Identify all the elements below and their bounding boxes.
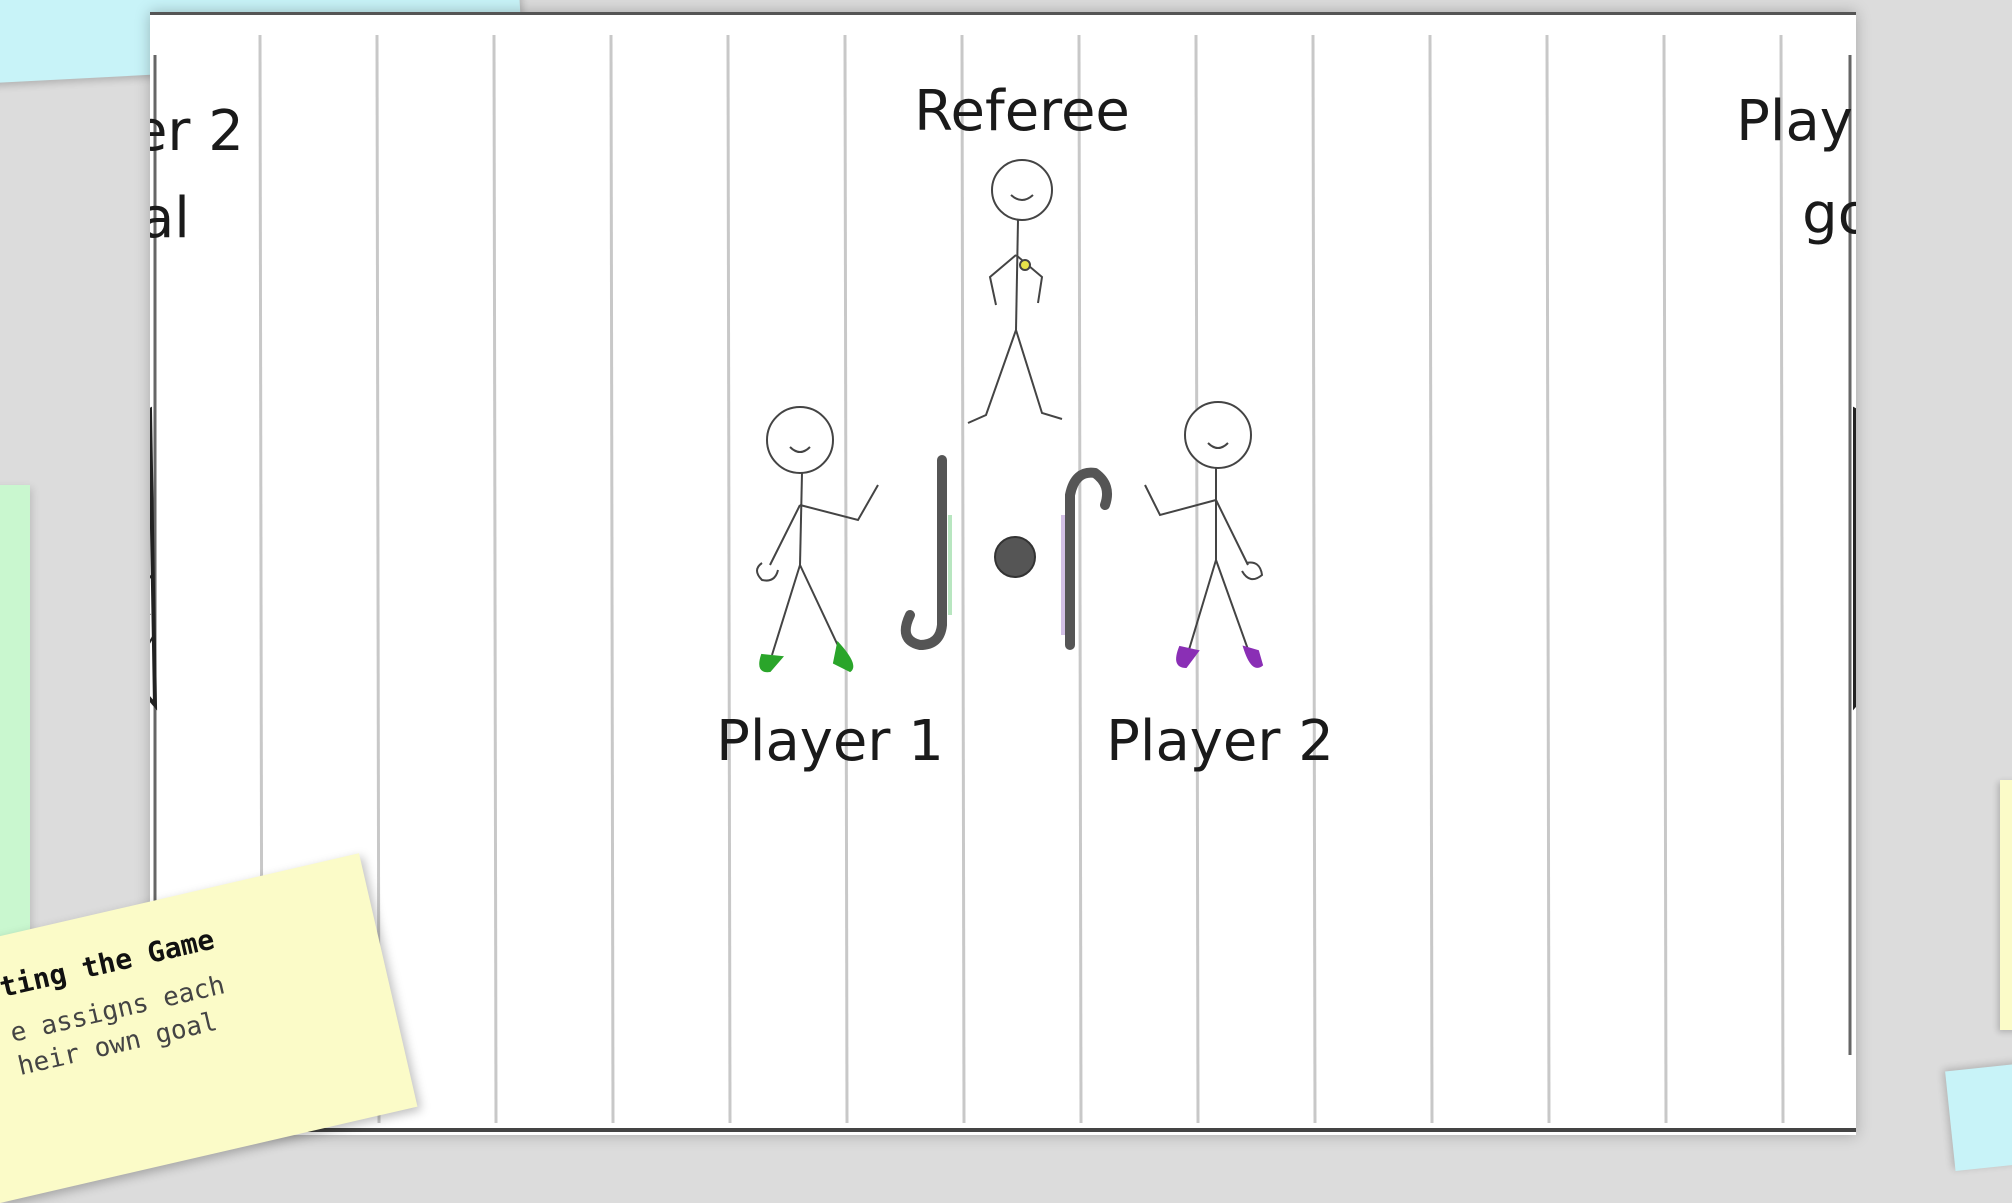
player2-stick	[1070, 473, 1107, 645]
field-paper: Referee Player 1 Player 2 Player 2 goal …	[150, 12, 1856, 1135]
field-line	[1781, 35, 1783, 1123]
player2-figure	[1145, 402, 1262, 667]
field-line	[728, 35, 730, 1123]
instructions-sticky-note: ting the Game e assigns each heir own go…	[0, 853, 417, 1203]
field-line	[611, 35, 613, 1123]
field-line	[1430, 35, 1432, 1123]
referee-label: Referee	[914, 79, 1130, 144]
player1-label: Player 1	[716, 709, 944, 774]
sticky-note-right	[2000, 780, 2012, 1030]
player1-goal-label-line1: Player 1	[1736, 89, 1856, 154]
whistle-icon	[1020, 260, 1030, 270]
field-line	[1196, 35, 1198, 1123]
sticky-note-bottom-right	[1945, 1059, 2012, 1171]
field-line	[845, 35, 847, 1123]
player1-stick	[906, 460, 942, 645]
player1-goal-label-line2: goal	[1802, 182, 1856, 247]
right-goal-net	[1855, 410, 1856, 705]
field-line	[962, 35, 964, 1123]
field-line	[1547, 35, 1549, 1123]
player2-goal-label-line1: Player 2	[150, 99, 244, 164]
referee-figure	[968, 160, 1062, 423]
field-drawing: Referee Player 1 Player 2 Player 2 goal …	[150, 15, 1856, 1135]
player2-goal-label-line2: goal	[150, 186, 190, 251]
field-line	[494, 35, 496, 1123]
field-line	[1664, 35, 1666, 1123]
player1-figure	[757, 407, 878, 671]
field-line	[1313, 35, 1315, 1123]
sticky-note-left	[0, 485, 30, 1005]
ball	[995, 537, 1035, 577]
player2-label: Player 2	[1106, 709, 1334, 774]
field-line	[1079, 35, 1081, 1123]
